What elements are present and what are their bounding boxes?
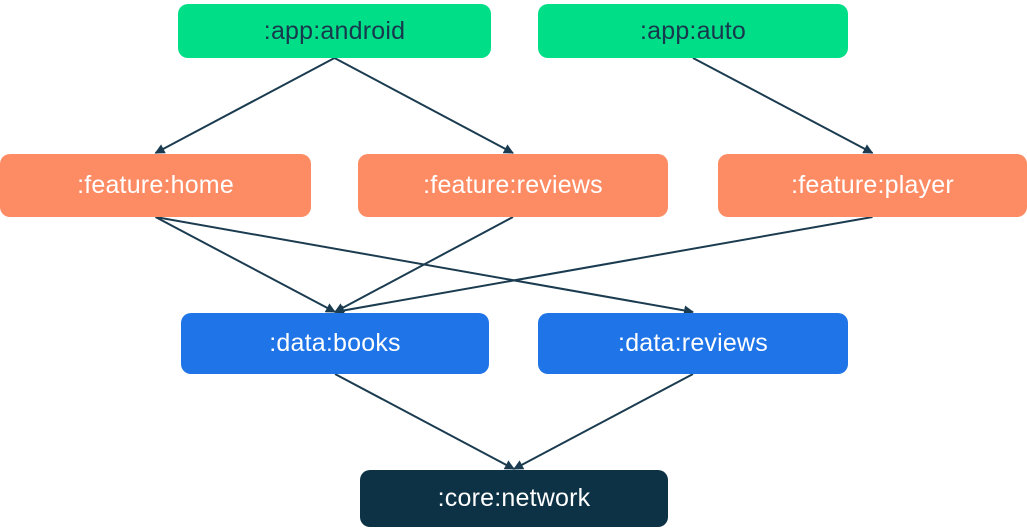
node-app-auto: :app:auto (538, 4, 848, 58)
node-label: :data:books (269, 329, 401, 357)
dependency-edge-data-reviews-to-core-network (513, 373, 694, 470)
node-label: :app:auto (639, 16, 747, 45)
dependency-edge-feature-home-to-data-reviews (155, 216, 694, 316)
node-feature-player: :feature:player (718, 154, 1027, 217)
dependency-edge-feature-reviews-to-data-books (334, 216, 514, 313)
node-core-network: :core:network (360, 470, 668, 527)
node-data-reviews: :data:reviews (538, 313, 848, 374)
dependency-edge-app-android-to-feature-reviews (334, 57, 514, 154)
node-app-android: :app:android (178, 4, 491, 58)
node-data-books: :data:books (181, 313, 489, 374)
node-label: :core:network (437, 484, 591, 512)
dependency-edge-data-books-to-core-network (334, 373, 515, 470)
node-label: :app:android (263, 16, 406, 45)
dependency-edge-app-android-to-feature-home (154, 57, 335, 154)
node-feature-home: :feature:home (0, 154, 311, 217)
dependency-edge-feature-player-to-data-books (334, 216, 873, 316)
node-feature-reviews: :feature:reviews (358, 154, 668, 217)
dependency-edge-feature-home-to-data-books (155, 216, 336, 313)
node-label: :feature:player (791, 171, 954, 199)
node-label: :data:reviews (618, 329, 768, 357)
dependency-edge-app-auto-to-feature-player (692, 57, 874, 154)
node-label: :feature:home (77, 171, 234, 199)
node-label: :feature:reviews (423, 171, 603, 199)
